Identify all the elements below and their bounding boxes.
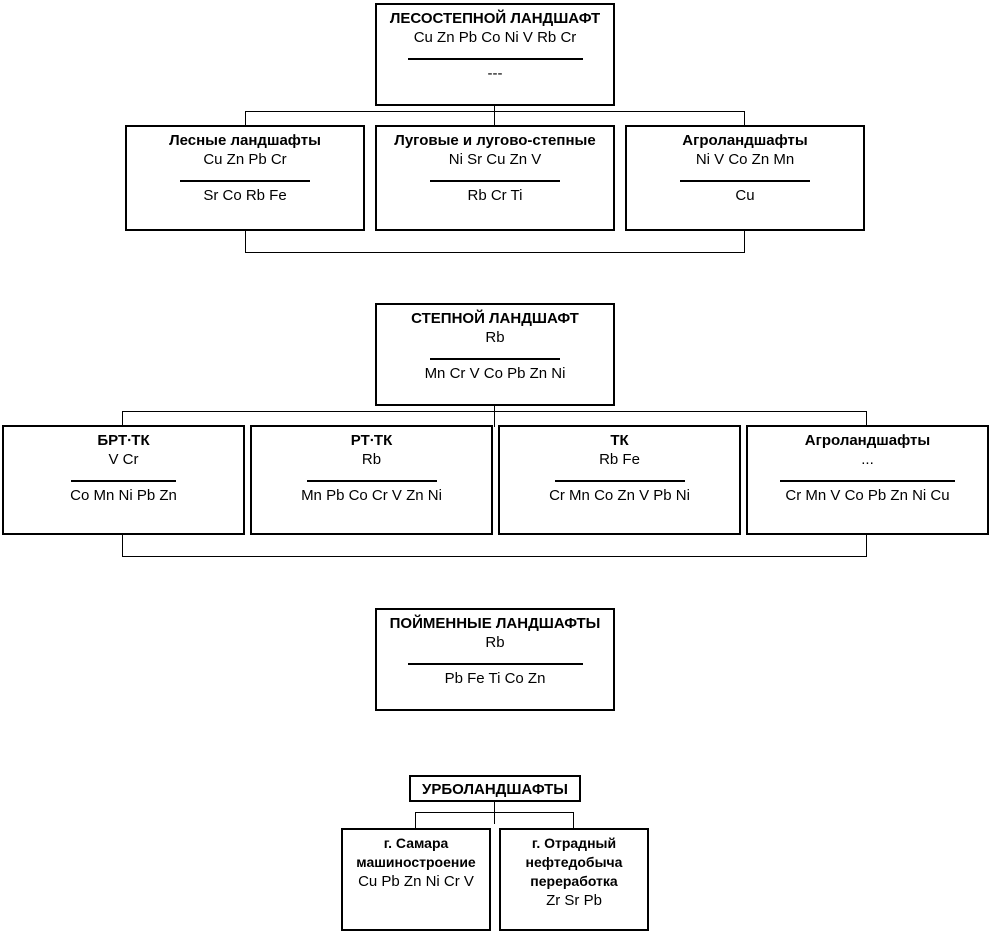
node-dispersion: Rb Cr Ti [467,187,523,204]
node-separator [306,480,437,482]
node-urban-root: УРБОЛАНДШАФТЫ [409,775,581,802]
node-separator [71,480,176,482]
node-samara: г. Самара машиностроение Cu Pb Zn Ni Cr … [341,828,491,931]
node-dispersion: Sr Co Rb Fe [203,187,287,204]
node-otradny: г. Отрадный нефтедобыча переработка Zr S… [499,828,649,931]
node-dispersion: Co Mn Ni Pb Zn [70,487,177,504]
node-title: Агроландшафты [682,132,808,149]
node-separator [407,58,583,60]
node-accumulation: Rb [485,634,505,651]
node-title: СТЕПНОЙ ЛАНДШАФТ [411,310,579,327]
node-separator [180,180,310,182]
node-title: ТК [610,432,629,449]
node-separator [780,480,955,482]
node-subtitle: машиностроение [356,854,476,870]
node-agro-landscapes-forest: Агроландшафты Ni V Co Zn Mn Cu [625,125,865,231]
node-title: ЛЕСОСТЕПНОЙ ЛАНДШАФТ [389,10,601,27]
node-accumulation: Ni V Co Zn Mn [695,151,795,168]
node-accumulation: Cu Zn Pb Cr [203,151,287,168]
node-title: Лесные ландшафты [169,132,321,149]
node-dispersion: Mn Pb Co Cr V Zn Ni [301,487,442,504]
node-forest-steppe-root: ЛЕСОСТЕПНОЙ ЛАНДШАФТ Cu Zn Pb Co Ni V Rb… [375,3,615,106]
node-subtitle-secondary: переработка [530,873,618,889]
node-accumulation: Rb [361,451,382,468]
node-title: Луговые и лугово-степные [394,132,596,149]
node-brt-tk: БРТ∙ТК V Cr Co Mn Ni Pb Zn [2,425,245,535]
connector-bus-top [245,111,745,127]
node-accumulation: Cu Zn Pb Co Ni V Rb Cr [413,29,577,46]
node-accumulation: Ni Sr Cu Zn V [448,151,542,168]
node-title: БРТ∙ТК [97,432,150,449]
node-title: ПОЙМЕННЫЕ ЛАНДШАФТЫ [389,615,601,632]
node-dispersion: Cu [735,187,755,204]
node-title: г. Самара [383,835,449,851]
node-accumulation: Rb [485,329,505,346]
node-dispersion: Cr Mn Co Zn V Pb Ni [549,487,690,504]
node-subtitle: нефтедобыча [525,854,623,870]
node-steppe-root: СТЕПНОЙ ЛАНДШАФТ Rb Mn Cr V Co Pb Zn Ni [375,303,615,406]
node-accumulation: ... [861,451,874,468]
node-title: г. Отрадный [531,835,617,851]
node-accumulation: V Cr [108,451,139,468]
node-accumulation: Zr Sr Pb [546,892,602,909]
connector-bus-top-steppe [122,411,867,427]
node-separator [680,180,810,182]
node-accumulation: Rb Fe [599,451,640,468]
node-rt-tk: РТ∙ТК Rb Mn Pb Co Cr V Zn Ni [250,425,493,535]
node-floodplain-root: ПОЙМЕННЫЕ ЛАНДШАФТЫ Rb Pb Fe Ti Co Zn [375,608,615,711]
node-title: Агроландшафты [804,432,931,449]
connector-urban-stem [494,802,495,824]
node-meadow-landscapes: Луговые и лугово-степные Ni Sr Cu Zn V R… [375,125,615,231]
connector-bus-bottom-steppe [122,535,867,557]
node-forest-landscapes: Лесные ландшафты Cu Zn Pb Cr Sr Co Rb Fe [125,125,365,231]
node-dispersion: --- [487,65,503,82]
node-title: УРБОЛАНДШАФТЫ [422,781,568,798]
node-separator [407,663,583,665]
node-separator [430,180,560,182]
node-dispersion: Mn Cr V Co Pb Zn Ni [424,365,566,382]
node-title: РТ∙ТК [350,432,393,449]
connector-bus-top-urban [415,812,574,830]
node-separator [430,358,560,360]
node-dispersion: Pb Fe Ti Co Zn [444,670,546,687]
node-separator [554,480,685,482]
connector-steppe-stem [494,406,495,427]
connector-root-stem [494,106,495,127]
node-accumulation: Cu Pb Zn Ni Cr V [358,873,474,890]
node-dispersion: Cr Mn V Co Pb Zn Ni Cu [785,487,950,504]
connector-bus-bottom [245,231,745,253]
node-agro-landscapes-steppe: Агроландшафты ... Cr Mn V Co Pb Zn Ni Cu [746,425,989,535]
node-tk: ТК Rb Fe Cr Mn Co Zn V Pb Ni [498,425,741,535]
